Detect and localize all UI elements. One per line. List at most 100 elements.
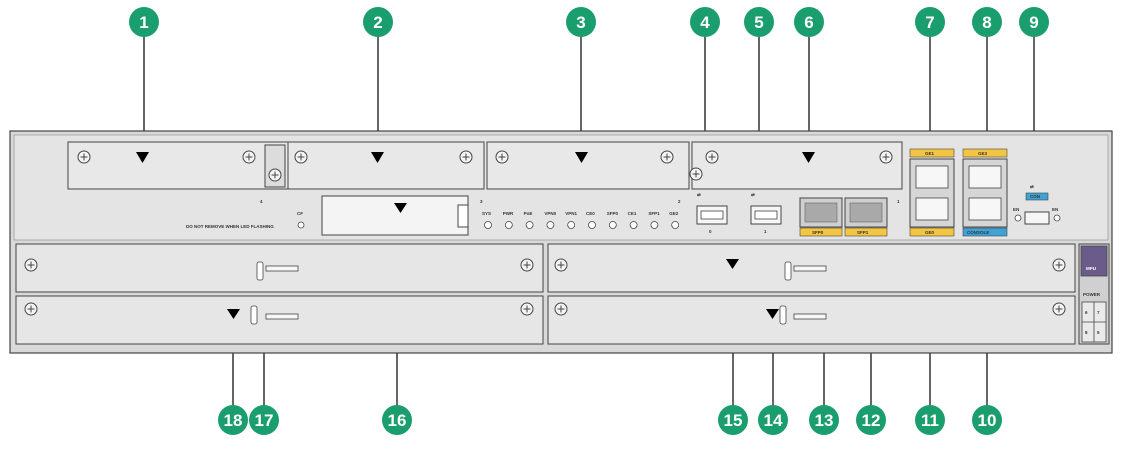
callout-number: 12	[862, 411, 881, 430]
callout-number: 15	[724, 411, 743, 430]
callout-number: 7	[925, 13, 934, 32]
arrow-marker	[766, 309, 779, 319]
slot-divider-screw	[264, 144, 286, 188]
slot-module-1[interactable]	[67, 141, 289, 190]
warning-text: DO NOT REMOVE WHEN LED FLASHING	[186, 224, 274, 229]
callout-number: 4	[700, 13, 710, 32]
led-label: CE0	[586, 211, 595, 216]
status-led	[650, 221, 659, 229]
bay-latch	[265, 265, 299, 272]
arrow-marker	[802, 152, 815, 163]
callout-badge-13: 13	[809, 405, 839, 435]
cf-card-slot[interactable]	[321, 195, 469, 236]
callout-badge-5: 5	[744, 7, 774, 37]
callout-badge-14: 14	[758, 405, 788, 435]
led-label: CE1	[628, 211, 637, 216]
usb-icon: ⇌	[751, 192, 756, 197]
status-led	[588, 221, 596, 229]
sfp1-label: SFP1	[857, 230, 869, 235]
usb-port-0[interactable]: ⇌ 0	[696, 192, 728, 234]
power-slot-7: 7	[1097, 310, 1100, 315]
callout-number: 11	[921, 411, 939, 430]
callout-number: 3	[576, 13, 585, 32]
mpu-power-module: MPU POWER 6 7 8 5	[1078, 243, 1110, 345]
led-label: PoE	[524, 211, 533, 216]
lower-bay-top-left[interactable]	[15, 243, 544, 293]
callout-badge-11: 11	[915, 405, 945, 435]
callout-badge-17: 17	[249, 405, 279, 435]
callout-number: 14	[764, 411, 783, 430]
usb-icon: ⇌	[1030, 184, 1035, 189]
power-label: POWER	[1083, 292, 1101, 297]
led-label: GE2	[669, 211, 679, 216]
sfp-port-0[interactable]: SFP0	[799, 197, 843, 237]
callout-badge-10: 10	[972, 405, 1002, 435]
slot-number-1: 1	[897, 199, 900, 204]
power-slot-6: 6	[1085, 310, 1088, 315]
lower-bay-bottom-right[interactable]	[547, 295, 1076, 345]
callout-badge-1: 1	[129, 7, 159, 37]
callout-badge-2: 2	[363, 7, 393, 37]
ge0-label: GE0	[925, 230, 935, 235]
power-slot-8: 8	[1085, 330, 1088, 335]
power-slot-5: 5	[1097, 330, 1100, 335]
led-label: VPN0	[544, 211, 556, 216]
console-aux-label: CONSOLE	[967, 230, 989, 235]
callout-badge-18: 18	[218, 405, 248, 435]
usb-number-0: 0	[709, 229, 712, 234]
en-label-right: EN	[1052, 207, 1058, 212]
usb-port-1[interactable]: ⇌ 1	[750, 192, 782, 234]
usb-icon: ⇌	[697, 192, 702, 197]
led-label: SFP0	[607, 211, 619, 216]
slot-module-3[interactable]	[486, 141, 690, 190]
sfp0-label: SFP0	[812, 230, 824, 235]
callout-number: 8	[982, 13, 991, 32]
callout-number: 18	[224, 411, 243, 430]
led-label: PWR	[503, 211, 514, 216]
callout-badge-9: 9	[1019, 7, 1049, 37]
callout-badge-7: 7	[915, 7, 945, 37]
en-label-left: EN	[1013, 207, 1019, 212]
mpu-label: MPU	[1086, 266, 1096, 271]
led-label: SFP1	[648, 211, 660, 216]
led-row: SYS PWR PoE VPN0 VPN1 CE0 SFP0 CE1 SFP1 GE2	[482, 211, 680, 229]
cf-led	[297, 221, 305, 229]
bay-handle	[250, 305, 258, 325]
slot-module-2[interactable]	[287, 141, 485, 190]
bay-latch	[793, 313, 827, 320]
arrow-marker	[136, 152, 149, 163]
lower-bay-top-right[interactable]	[547, 243, 1076, 293]
bay-handle	[784, 261, 792, 281]
sfp-port-1[interactable]: SFP1	[844, 197, 888, 237]
slot-module-4[interactable]	[689, 141, 903, 190]
rj45-port-pair-right[interactable]: GE3 CONSOLE	[962, 148, 1008, 237]
lower-bay-bottom-left[interactable]	[15, 295, 544, 345]
led-label: SYS	[482, 211, 491, 216]
ge3-label: GE3	[978, 151, 988, 156]
bay-latch	[793, 265, 827, 272]
callout-number: 13	[815, 411, 834, 430]
status-led	[504, 221, 513, 229]
slot-number-3: 3	[480, 199, 483, 204]
callout-number: 5	[754, 13, 763, 32]
arrow-marker	[371, 152, 384, 163]
led-label: VPN1	[565, 211, 577, 216]
callout-number: 6	[804, 13, 813, 32]
con-label: CON	[1030, 194, 1040, 199]
callout-number: 17	[255, 411, 274, 430]
rj45-port-pair-left[interactable]: GE1 GE0	[909, 148, 955, 237]
callout-badge-15: 15	[718, 405, 748, 435]
status-led	[671, 221, 680, 229]
callout-number: 10	[978, 411, 997, 430]
status-led	[608, 221, 617, 229]
mini-usb-console-port[interactable]: ⇌ CON EN EN	[1013, 184, 1061, 225]
callout-number: 9	[1029, 13, 1038, 32]
bay-latch	[265, 313, 299, 320]
bay-handle	[256, 261, 264, 281]
arrow-marker	[575, 152, 588, 163]
bay-handle	[779, 305, 787, 325]
status-led	[546, 221, 555, 229]
